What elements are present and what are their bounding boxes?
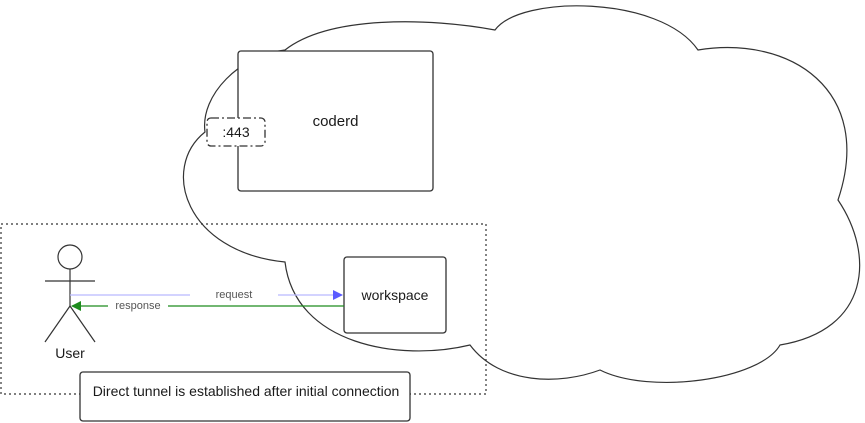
note-text: Direct tunnel is established after initi… <box>92 383 400 399</box>
direct-tunnel-region <box>0 223 487 395</box>
port-label: :443 <box>222 124 250 140</box>
user-icon <box>44 244 96 343</box>
request-label: request <box>190 289 278 302</box>
user-label: User <box>55 345 85 361</box>
workspace-label: workspace <box>361 287 429 303</box>
response-label: response <box>108 300 168 313</box>
port-box <box>206 117 266 147</box>
workspace-box <box>343 256 447 334</box>
coderd-label: coderd <box>312 113 359 130</box>
note-box <box>79 371 411 422</box>
